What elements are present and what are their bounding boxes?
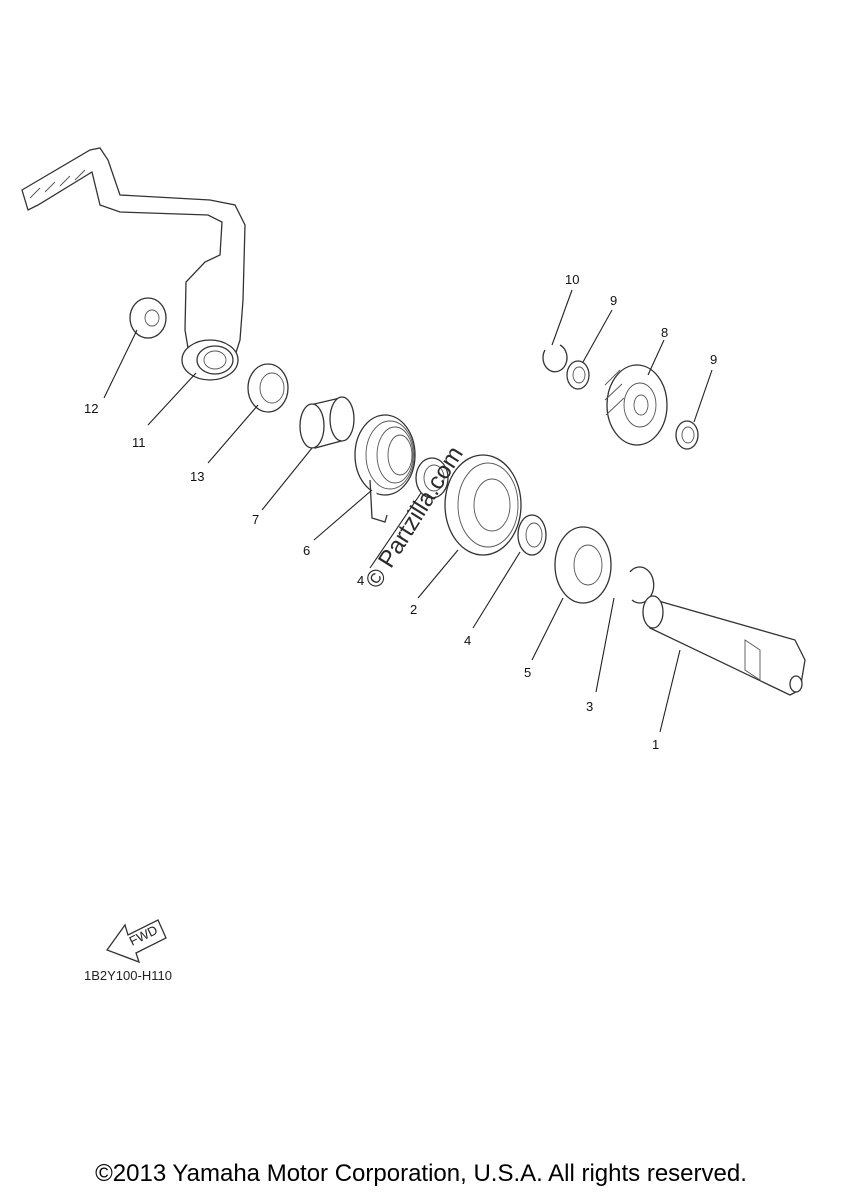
callout-7: 7 (252, 512, 259, 527)
callout-11: 11 (132, 435, 146, 450)
oil-seal-part[interactable] (247, 363, 289, 413)
idle-gear-part[interactable] (604, 364, 668, 446)
kick-axle-part[interactable] (642, 595, 806, 696)
leader-lines (103, 289, 713, 733)
callout-6: 6 (303, 543, 310, 558)
callout-3: 3 (586, 699, 593, 714)
callout-1: 1 (652, 737, 659, 752)
callout-12: 12 (84, 401, 98, 416)
spring-guide-part[interactable] (299, 396, 355, 449)
callout-13: 13 (190, 469, 204, 484)
washer-small-left-part[interactable] (566, 360, 590, 390)
callout-9-left: 9 (610, 293, 617, 308)
callout-8: 8 (661, 325, 668, 340)
callout-4-upper: 4 (357, 573, 364, 588)
torsion-spring-part[interactable] (354, 414, 416, 523)
callout-2: 2 (410, 602, 417, 617)
kick-lever-part[interactable] (21, 147, 246, 381)
washer-small-right-part[interactable] (675, 420, 699, 450)
ratchet-wheel-part[interactable] (554, 526, 612, 604)
nut-part[interactable] (129, 297, 167, 339)
diagram-code: 1B2Y100-H110 (84, 968, 172, 983)
circlip-small-part[interactable] (542, 344, 568, 373)
fwd-arrow-icon: FWD (105, 919, 167, 964)
callout-10: 10 (565, 272, 579, 287)
washer-lower-part[interactable] (517, 514, 547, 556)
washer-upper-part[interactable] (415, 457, 449, 499)
copyright-notice: ©2013 Yamaha Motor Corporation, U.S.A. A… (95, 1160, 747, 1187)
callout-5: 5 (524, 665, 531, 680)
kick-gear-part[interactable] (444, 454, 522, 556)
circlip-part[interactable] (629, 566, 655, 604)
callout-4-lower: 4 (464, 633, 471, 648)
callout-9-right: 9 (710, 352, 717, 367)
